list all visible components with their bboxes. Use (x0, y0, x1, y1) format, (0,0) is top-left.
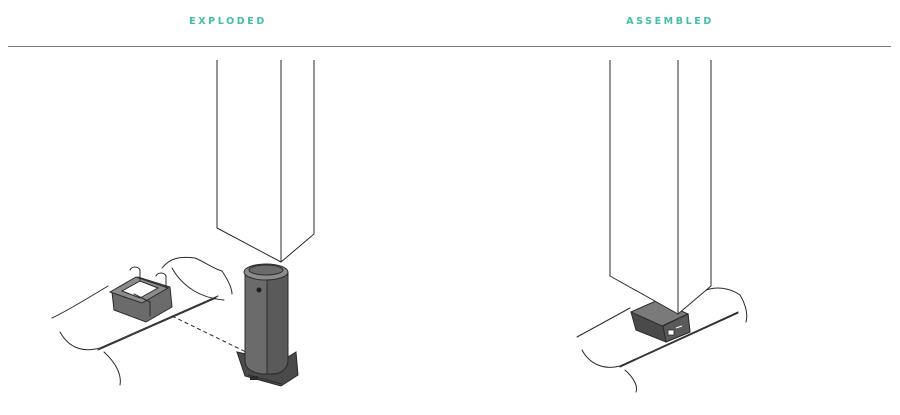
assembled-label: ASSEMBLED (626, 16, 714, 27)
foot-cap-assembled (629, 299, 691, 343)
foot-bracket-exploded (236, 263, 299, 387)
floor-rail-assembled (576, 287, 748, 393)
assembled-view (576, 60, 748, 393)
assembly-guide-line (171, 315, 247, 353)
foot-cap-exploded (108, 266, 173, 323)
exploded-view (51, 60, 315, 387)
floor-rail-exploded (51, 256, 233, 386)
header-divider (8, 46, 891, 47)
leg-exploded (216, 60, 315, 263)
exploded-label: EXPLODED (189, 16, 267, 27)
leg-assembled (609, 60, 712, 315)
